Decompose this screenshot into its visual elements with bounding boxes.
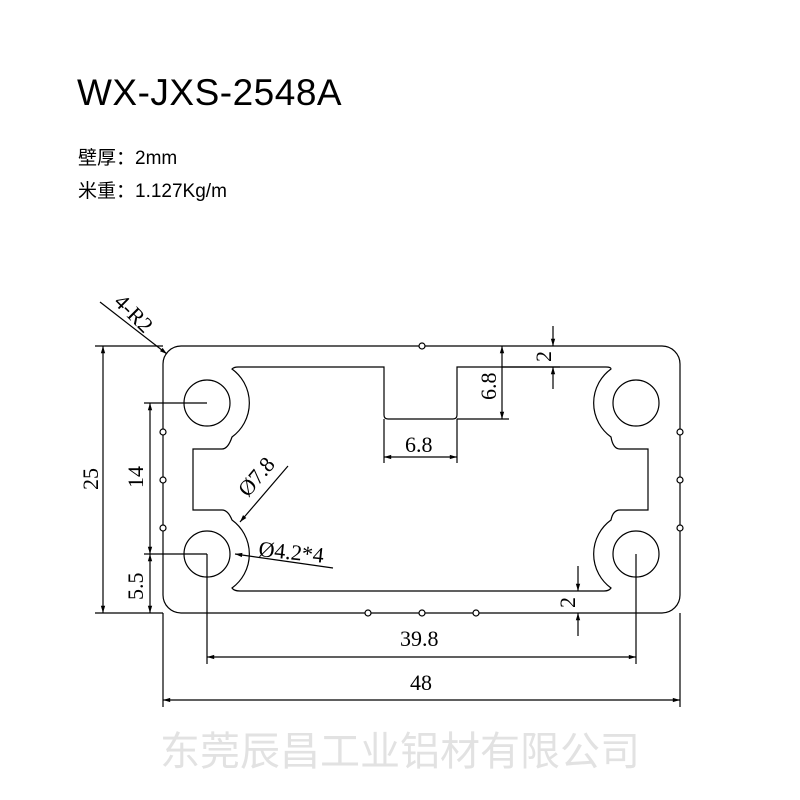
profile-model-title: WX-JXS-2548A <box>77 72 343 113</box>
hole-spacing-horizontal-label: 39.8 <box>400 626 439 651</box>
corner-radius-label: 4-R2 <box>109 289 158 338</box>
bottom-wall-label: 2 <box>555 597 580 608</box>
width-label: 48 <box>410 670 432 695</box>
wall-thickness-value: 2mm <box>135 148 178 169</box>
mounting-hole-top-right <box>612 379 660 427</box>
top-wall-dimension <box>502 326 560 389</box>
wall-thickness-spec: 壁厚：2mm <box>78 143 177 170</box>
hole-vertical-dimensions <box>144 402 207 613</box>
weight-value: 1.127Kg/m <box>135 181 227 202</box>
boss-diameter-label: Ø7.8 <box>233 452 280 501</box>
width-dimension <box>162 613 681 707</box>
hole-offset-bottom-label: 5.5 <box>123 573 148 601</box>
slot-width-label: 6.8 <box>405 432 433 457</box>
slot-depth-label: 6.8 <box>476 373 501 401</box>
weight-spec: 米重：1.127Kg/m <box>78 176 227 203</box>
top-wall-label: 2 <box>531 351 556 362</box>
corner-radius-leader <box>99 301 168 355</box>
slot-depth-dimension <box>457 346 509 420</box>
boss-diameter-leader <box>239 465 289 523</box>
inner-cavity <box>192 366 649 592</box>
height-label: 25 <box>78 468 103 490</box>
hole-spacing-vertical-label: 14 <box>123 466 148 488</box>
slot-width-dimension <box>383 419 458 463</box>
watermark: 东莞辰昌工业铝材有限公司 <box>160 729 640 775</box>
hole-diameter-label: Ø4.2*4 <box>257 536 325 568</box>
hole-diameter-leader <box>234 552 334 569</box>
wall-thickness-label: 壁厚： <box>78 148 136 169</box>
edge-notches <box>159 342 684 617</box>
hole-horizontal-dimension <box>206 554 637 664</box>
weight-label: 米重： <box>78 181 136 202</box>
height-dimension <box>95 345 163 614</box>
